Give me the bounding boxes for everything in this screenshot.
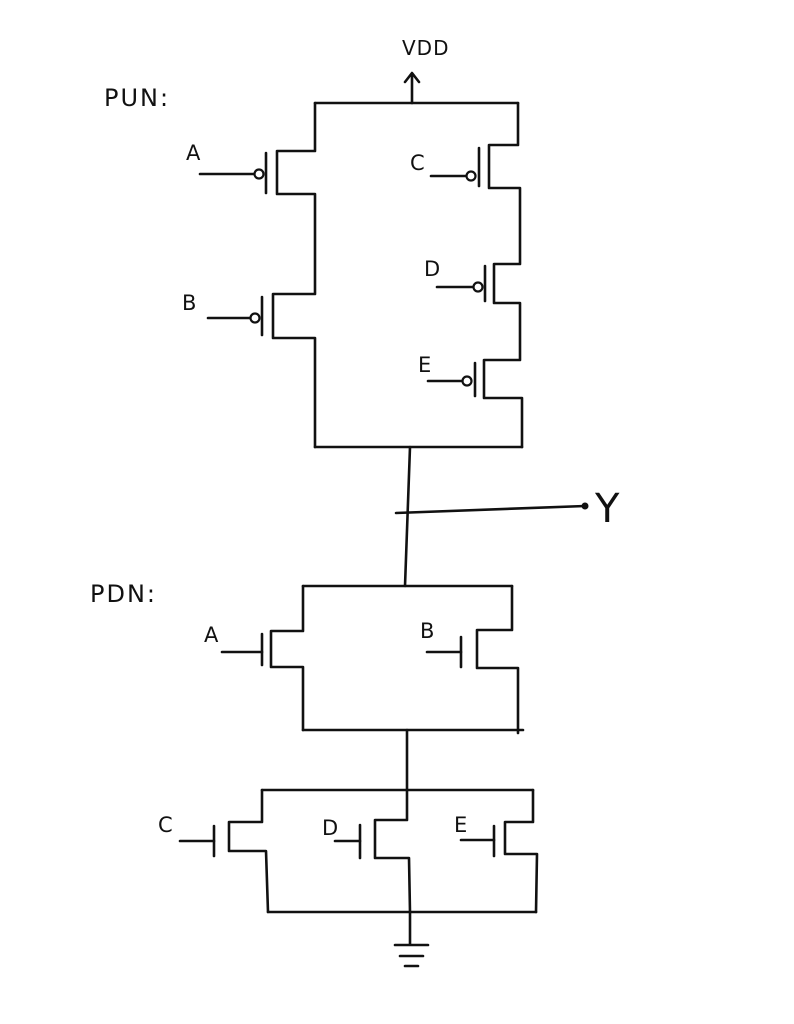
pun-input-b-label: B xyxy=(182,291,196,315)
ground-symbol xyxy=(393,910,430,968)
output-wire xyxy=(394,504,587,515)
output-y-label: Y xyxy=(594,486,620,532)
pdn-a-wire xyxy=(269,584,305,732)
pdn-b-wire xyxy=(475,584,520,735)
pdn-transistor-b: B xyxy=(420,619,463,669)
pdn-input-c-label: C xyxy=(158,813,173,837)
pdn-label: PDN: xyxy=(90,580,157,608)
pun-right-branch: C D E xyxy=(410,101,524,449)
pun-transistor-b: B xyxy=(182,291,264,337)
pun-input-e-label: E xyxy=(418,353,431,377)
pun-left-wire xyxy=(271,101,317,449)
pdn-block-ab: A B xyxy=(204,584,525,735)
vdd-supply: VDD xyxy=(402,36,449,105)
pun-transistor-e: E xyxy=(418,353,477,398)
pun-left-branch: A B xyxy=(182,101,317,449)
pun-transistor-a: A xyxy=(186,141,268,195)
pmos-b-bubble xyxy=(249,312,261,324)
pun-input-d-label: D xyxy=(424,257,440,281)
vdd-label: VDD xyxy=(402,36,449,60)
pun-input-c-label: C xyxy=(410,151,425,175)
pun-input-a-label: A xyxy=(186,141,201,165)
pdn-c-wire xyxy=(227,788,270,914)
output-node: Y xyxy=(394,445,620,588)
pmos-c-bubble xyxy=(465,170,477,182)
pmos-a-bubble xyxy=(253,168,265,180)
pull-up-network: A B C D xyxy=(182,101,524,449)
output-terminal xyxy=(581,502,589,510)
pdn-block-cde: C D E xyxy=(158,788,539,914)
pun-transistor-d: D xyxy=(424,257,487,303)
pdn-d-wire xyxy=(373,788,412,914)
pun-right-wire xyxy=(482,101,524,449)
pdn-transistor-d: D xyxy=(322,816,362,860)
output-trunk-wire xyxy=(403,445,412,588)
pdn-input-d-label: D xyxy=(322,816,338,840)
vdd-arrow xyxy=(403,71,421,105)
pmos-d-bubble xyxy=(472,281,484,293)
pun-transistor-c: C xyxy=(410,146,481,188)
pdn-input-a-label: A xyxy=(204,623,219,647)
pmos-e-bubble xyxy=(461,375,473,387)
pdn-transistor-a: A xyxy=(204,623,264,667)
pdn-transistor-c: C xyxy=(158,813,216,858)
pdn-input-b-label: B xyxy=(420,619,434,643)
pdn-transistor-e: E xyxy=(454,813,496,858)
ground-bars xyxy=(393,943,430,968)
pun-label: PUN: xyxy=(104,84,170,112)
pdn-e-wire xyxy=(503,788,539,914)
pull-down-network: A B C xyxy=(158,584,539,968)
pdn-input-e-label: E xyxy=(454,813,467,837)
